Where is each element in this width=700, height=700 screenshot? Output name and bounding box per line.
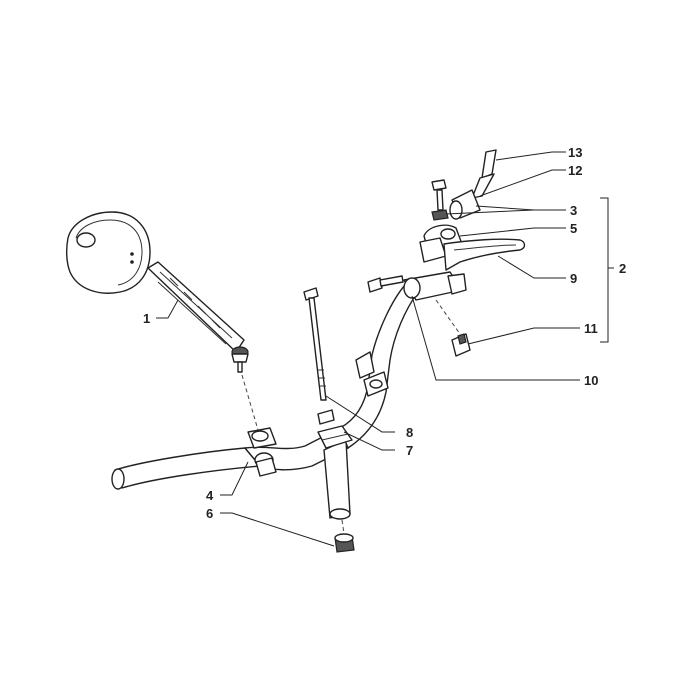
callout-9: 9 [570,271,577,286]
leader-lines [156,151,614,547]
callout-12: 12 [568,163,582,178]
handlebar-part [111,284,419,520]
callout-4: 4 [206,488,214,503]
callout-labels: 1 2 3 4 5 6 7 8 9 10 11 12 13 [143,145,626,521]
callout-5: 5 [570,221,577,236]
callout-7: 7 [406,443,413,458]
callout-2: 2 [619,261,626,276]
callout-1: 1 [143,311,150,326]
callout-6: 6 [206,506,213,521]
mirror-part [65,211,259,431]
callout-10: 10 [584,373,598,388]
callout-13: 13 [568,145,582,160]
long-bolt-part [303,287,335,425]
steering-tube-cap-part [334,519,355,553]
callout-11: 11 [584,321,598,336]
callout-3: 3 [570,203,577,218]
callout-8: 8 [406,425,413,440]
lever-assembly-part [367,149,526,357]
